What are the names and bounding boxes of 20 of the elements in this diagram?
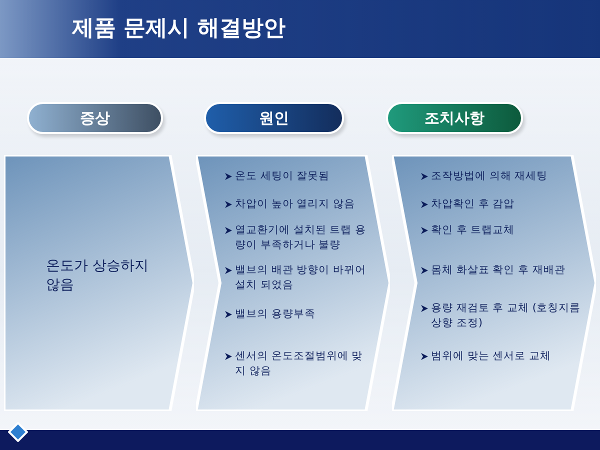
symptom-panel: [4, 155, 194, 411]
action-text: 몸체 화살표 확인 후 재배관: [431, 263, 566, 278]
action-text: 확인 후 트랩교체: [431, 223, 515, 238]
cause-text: 밸브의 용량부족: [235, 307, 316, 322]
action-panel: [392, 155, 596, 411]
cause-text: 차압이 높아 열리지 않음: [235, 197, 356, 212]
cause-text: 열교환기에 설치된 트랩 용량이 부족하거나 불량: [235, 223, 366, 253]
action-header-pill: 조치사항: [386, 102, 523, 134]
cause-text: 온도 세팅이 잘못됨: [235, 169, 330, 184]
symptom-header-pill: 증상: [27, 102, 163, 134]
action-text: 범위에 맞는 센서로 교체: [431, 349, 552, 364]
action-text: 차압확인 후 감압: [431, 197, 515, 212]
action-text: 조작방법에 의해 재세팅: [431, 169, 548, 184]
cause-header-pill: 원인: [204, 102, 344, 134]
symptom-text: 온도가 상승하지 않음: [46, 257, 150, 295]
cause-text: 센서의 온도조절범위에 맞지 않음: [235, 349, 364, 379]
slide-title: 제품 문제시 해결방안: [72, 15, 286, 43]
cause-text: 밸브의 배관 방향이 바뀌어 설치 되었음: [235, 263, 366, 293]
action-text: 용량 재검토 후 교체 (호칭지름 상향 조정): [431, 301, 582, 331]
cause-panel: [196, 155, 390, 411]
